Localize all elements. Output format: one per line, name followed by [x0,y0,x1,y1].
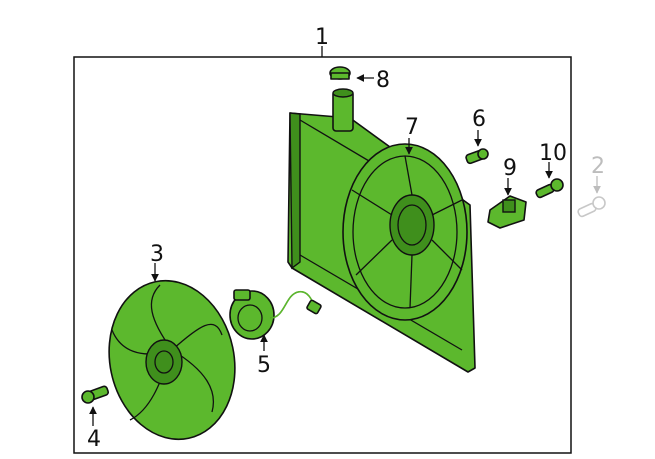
bolt-6[interactable] [465,148,489,165]
callout-10: 10 [539,141,567,166]
fan-motor[interactable] [229,289,322,340]
callout-4: 4 [87,427,101,452]
reservoir-cap[interactable] [329,66,351,80]
bolt-2[interactable] [577,196,606,218]
bolt-10[interactable] [535,178,564,199]
callout-2: 2 [591,154,605,179]
fan-resistor[interactable] [487,195,527,229]
callout-5: 5 [257,353,271,378]
callout-3: 3 [150,242,164,267]
bolt-4[interactable] [81,385,110,404]
callout-6: 6 [472,107,486,132]
fan-shroud[interactable] [287,88,476,373]
callout-1: 1 [315,25,329,50]
callout-7: 7 [405,115,419,140]
fan-blade[interactable] [95,269,250,451]
callout-8: 8 [376,68,390,93]
callout-9: 9 [503,156,517,181]
